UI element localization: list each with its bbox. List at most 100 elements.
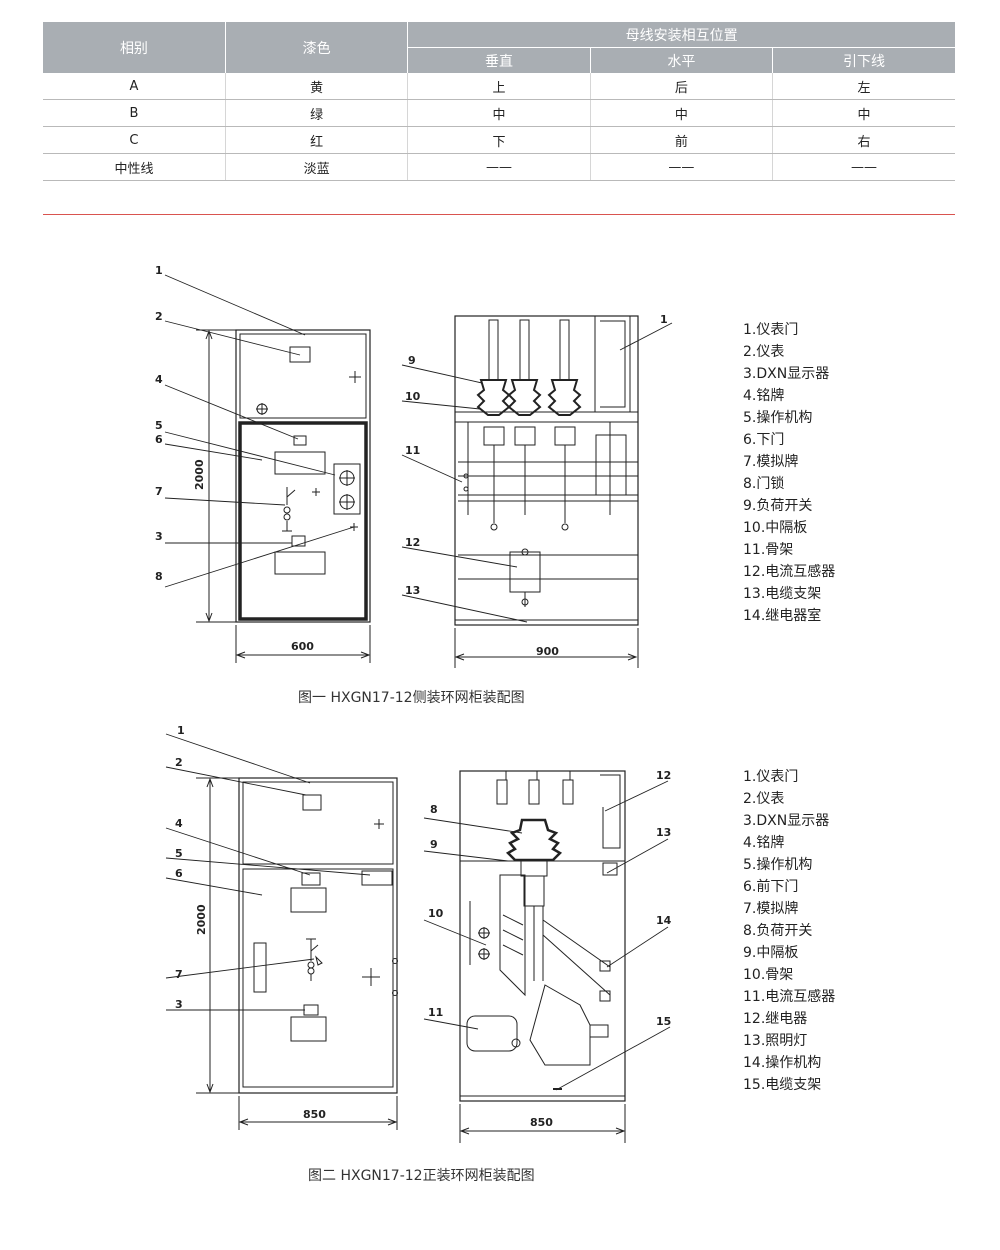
table-row: A 黄 上 后 左	[43, 73, 955, 100]
front-view-cabinet	[238, 777, 398, 1094]
front-leaders	[165, 733, 371, 1011]
lower-door	[238, 421, 368, 621]
table-row: 中性线 淡蓝 —— —— ——	[43, 153, 955, 181]
mimic-diagram	[306, 938, 323, 981]
figure-2-drawing: 1 2 4 5 6 7 3 8 9 10 11 12 13 14 15 2000…	[165, 725, 672, 1143]
callout-label: 9	[430, 838, 438, 851]
cell-vertical: 上	[407, 73, 591, 100]
current-transformer	[509, 551, 541, 593]
legend-item: 13.电缆支架	[743, 586, 822, 602]
callout-label: 12	[656, 769, 671, 782]
legend-item: 14.操作机构	[743, 1055, 822, 1071]
header-downlead: 引下线	[772, 47, 955, 73]
nameplate-icon	[293, 435, 307, 446]
legend-item: 3.DXN显示器	[743, 366, 830, 382]
legend-item: 8.负荷开关	[743, 923, 813, 939]
cell-vertical: 中	[407, 99, 591, 127]
callout-label: 5	[155, 419, 163, 432]
nameplate-icon	[301, 872, 321, 886]
legend-item: 9.负荷开关	[743, 498, 813, 514]
side-leaders	[423, 780, 671, 1091]
dimension-height: 2000	[195, 904, 208, 935]
callout-label: 1	[177, 725, 185, 737]
legend-item: 11.骨架	[743, 542, 794, 558]
cell-paint: 红	[225, 126, 409, 154]
legend-item: 4.铭牌	[743, 388, 785, 404]
cell-vertical: ——	[407, 153, 591, 181]
callout-label: 2	[175, 756, 183, 769]
instrument-icon	[289, 346, 311, 363]
legend-item: 2.仪表	[743, 344, 785, 360]
callout-label: 12	[405, 536, 420, 549]
callout-label: 8	[430, 803, 438, 816]
cell-downlead: 中	[772, 99, 955, 127]
callout-label: 3	[175, 998, 183, 1011]
table-row: C 红 下 前 右	[43, 126, 955, 154]
current-transformer	[466, 1015, 518, 1052]
dimension-side-width: 850	[530, 1116, 553, 1129]
callout-label: 9	[408, 354, 416, 367]
figure-2-caption: 图二 HXGN17-12正装环网柜装配图	[308, 1168, 535, 1184]
legend-item: 7.模拟牌	[743, 454, 799, 470]
cell-phase: C	[43, 126, 226, 154]
section-divider	[43, 214, 955, 215]
cell-paint: 黄	[225, 73, 409, 100]
callout-label: 1	[155, 264, 163, 277]
bushings	[476, 319, 582, 556]
figure-1-drawing: 1 2 4 5 6 7 3 8 1 9 10 11 12 13 2000 600…	[155, 264, 673, 668]
legend-item: 1.仪表门	[743, 322, 799, 338]
operating-mechanism	[361, 870, 393, 886]
load-switch	[505, 818, 563, 862]
callout-label: 14	[656, 914, 672, 927]
callout-label: 10	[405, 390, 421, 403]
side-dimensions	[454, 628, 639, 668]
dimension-front-width: 850	[303, 1108, 326, 1121]
legend-item: 8.门锁	[743, 476, 785, 492]
legend-item: 12.继电器	[743, 1011, 808, 1027]
figure-1: 1 2 4 5 6 7 3 8 1 9 10 11 12 13 2000 600…	[0, 255, 1000, 715]
callout-label: 13	[656, 826, 671, 839]
figure-2-legend: 1.仪表门 2.仪表 3.DXN显示器 4.铭牌 5.操作机构 6.前下门 7.…	[743, 766, 835, 1096]
front-lower-door	[242, 868, 394, 1088]
front-leaders	[164, 274, 355, 588]
cell-horizontal: 后	[590, 73, 774, 100]
cell-downlead: 左	[772, 73, 955, 100]
figure-1-caption: 图一 HXGN17-12侧装环网柜装配图	[298, 690, 525, 706]
figure-1-callout-labels: 1 2 4 5 6 7 3 8 1 9 10 11 12 13 2000 600…	[155, 264, 668, 658]
callout-label: 11	[428, 1006, 443, 1019]
cell-paint: 绿	[225, 99, 409, 127]
figure-2: 1 2 4 5 6 7 3 8 9 10 11 12 13 14 15 2000…	[0, 725, 1000, 1195]
legend-item: 3.DXN显示器	[743, 813, 830, 829]
cell-phase: A	[43, 73, 226, 100]
cell-downlead: ——	[772, 153, 955, 181]
front-dimensions	[196, 329, 371, 663]
header-paint: 漆色	[225, 22, 409, 73]
header-vertical: 垂直	[407, 47, 591, 73]
callout-label: 8	[155, 570, 163, 583]
dimension-front-width: 600	[291, 640, 314, 653]
callout-label: 6	[155, 433, 163, 446]
callout-label: 2	[155, 310, 163, 323]
callout-label: 10	[428, 907, 444, 920]
callout-label: 1	[660, 313, 668, 326]
cell-phase: B	[43, 99, 226, 127]
callout-label: 4	[155, 373, 163, 386]
legend-item: 6.下门	[743, 432, 785, 448]
callout-label: 7	[155, 485, 163, 498]
legend-item: 10.骨架	[743, 967, 794, 983]
instrument-icon	[302, 794, 322, 811]
callout-label: 3	[155, 530, 163, 543]
cell-phase: 中性线	[43, 153, 226, 181]
header-horizontal: 水平	[590, 47, 774, 73]
front-view-cabinet	[235, 329, 371, 623]
callout-label: 4	[175, 817, 183, 830]
callout-label: 15	[656, 1015, 671, 1028]
legend-item: 14.继电器室	[743, 608, 822, 624]
legend-item: 7.模拟牌	[743, 901, 799, 917]
figure-2-callout-labels: 1 2 4 5 6 7 3 8 9 10 11 12 13 14 15 2000…	[175, 725, 672, 1129]
legend-item: 4.铭牌	[743, 835, 785, 851]
callout-label: 13	[405, 584, 420, 597]
busbar-position-table: 相别 漆色 母线安装相互位置 垂直 水平 引下线 A 黄 上 后 左 B 绿 中…	[43, 22, 955, 181]
display-icon	[303, 1004, 319, 1016]
header-phase: 相别	[43, 22, 226, 73]
